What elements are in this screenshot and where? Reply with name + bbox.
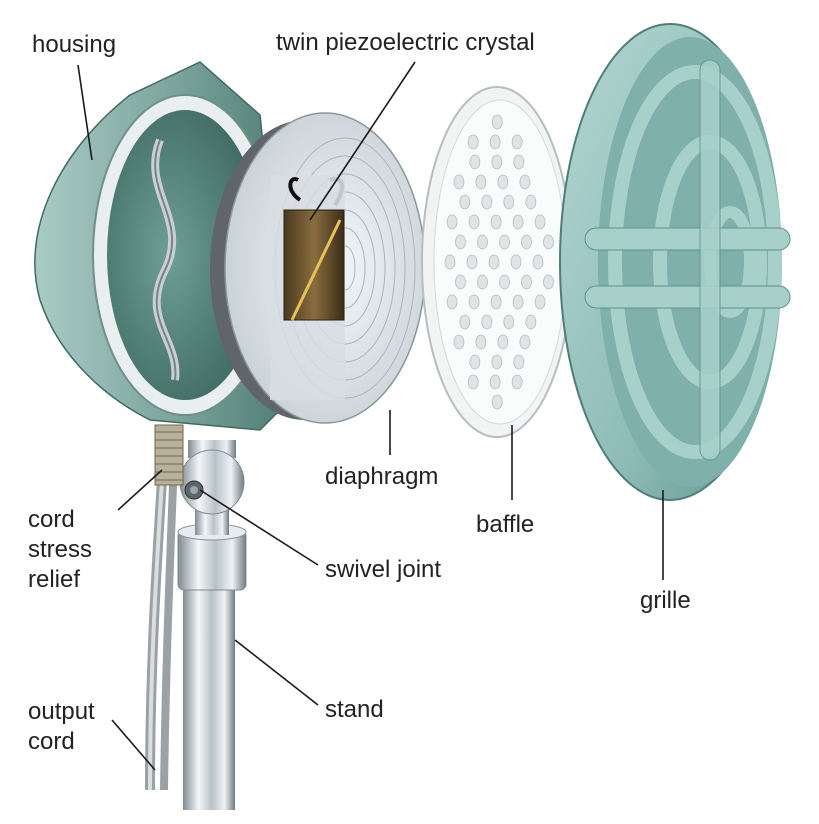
label-housing: housing bbox=[32, 31, 117, 58]
baffle-hole bbox=[499, 274, 510, 290]
baffle-hole bbox=[521, 274, 532, 290]
baffle-hole bbox=[503, 314, 515, 330]
baffle-hole bbox=[497, 334, 509, 350]
baffle-hole bbox=[453, 174, 465, 190]
leader-crystal bbox=[309, 61, 416, 221]
baffle-hole bbox=[525, 314, 537, 330]
baffle-hole bbox=[499, 234, 510, 250]
baffle-hole bbox=[481, 194, 493, 210]
baffle-hole bbox=[475, 174, 487, 190]
stand bbox=[177, 505, 247, 810]
baffle-hole bbox=[491, 154, 503, 170]
baffle-hole bbox=[468, 214, 480, 230]
baffle-hole bbox=[543, 274, 554, 290]
baffle-hole bbox=[459, 314, 471, 330]
label-output-cord-line-1: output bbox=[28, 698, 95, 725]
label-baffle: baffle bbox=[476, 511, 535, 538]
baffle-hole bbox=[489, 374, 501, 390]
baffle-hole bbox=[525, 194, 537, 210]
baffle-hole bbox=[532, 254, 544, 270]
label-cord-stress-relief-line-2: stress bbox=[28, 536, 93, 563]
label-twin-piezoelectric-crystal: twin piezoelectric crystal bbox=[276, 29, 535, 56]
baffle-hole bbox=[477, 274, 488, 290]
baffle-hole bbox=[534, 214, 546, 230]
baffle-hole bbox=[477, 234, 488, 250]
baffle-hole bbox=[467, 134, 479, 150]
baffle-hole bbox=[488, 254, 500, 270]
piezoelectric-crystal bbox=[283, 177, 345, 321]
baffle-hole bbox=[521, 234, 532, 250]
baffle-holes bbox=[444, 114, 554, 410]
baffle-hole bbox=[466, 254, 478, 270]
baffle-hole bbox=[455, 274, 466, 290]
label-swivel-joint: swivel joint bbox=[325, 556, 442, 583]
baffle bbox=[421, 86, 573, 438]
baffle-hole bbox=[534, 294, 546, 310]
baffle-hole bbox=[513, 354, 525, 370]
label-output-cord-line-2: cord bbox=[28, 728, 75, 755]
swivel-joint bbox=[179, 440, 245, 515]
baffle-hole bbox=[475, 334, 487, 350]
leader-housing bbox=[77, 64, 93, 161]
baffle-hole bbox=[519, 334, 531, 350]
cord-stress-relief bbox=[154, 424, 184, 486]
baffle-hole bbox=[453, 334, 465, 350]
baffle-hole bbox=[468, 294, 480, 310]
label-diaphragm: diaphragm bbox=[325, 463, 439, 490]
baffle-hole bbox=[491, 114, 503, 130]
baffle-hole bbox=[446, 294, 458, 310]
leader-cord-stress-relief bbox=[117, 469, 163, 511]
baffle-hole bbox=[503, 194, 515, 210]
leader-lines bbox=[77, 61, 664, 771]
baffle-hole bbox=[511, 374, 523, 390]
baffle-hole bbox=[489, 134, 501, 150]
grille bbox=[559, 23, 791, 501]
baffle-hole bbox=[490, 294, 502, 310]
baffle-hole bbox=[446, 214, 458, 230]
label-cord-stress-relief-line-1: cord bbox=[28, 506, 75, 533]
baffle-hole bbox=[510, 254, 522, 270]
leader-swivel-joint bbox=[199, 489, 319, 566]
baffle-hole bbox=[455, 234, 466, 250]
label-cord-stress-relief-line-3: relief bbox=[28, 566, 81, 593]
label-output-cord: output cord bbox=[28, 697, 95, 757]
baffle-hole bbox=[469, 354, 481, 370]
baffle-hole bbox=[512, 294, 524, 310]
baffle-hole bbox=[444, 254, 456, 270]
baffle-hole bbox=[513, 154, 525, 170]
baffle-hole bbox=[490, 214, 502, 230]
baffle-hole bbox=[497, 174, 509, 190]
leader-output-cord bbox=[111, 719, 156, 771]
baffle-hole bbox=[512, 214, 524, 230]
leader-stand bbox=[234, 639, 319, 706]
label-cord-stress-relief: cord stress relief bbox=[28, 505, 92, 595]
baffle-hole bbox=[459, 194, 471, 210]
label-grille: grille bbox=[640, 587, 691, 614]
baffle-hole bbox=[481, 314, 493, 330]
baffle-hole bbox=[467, 374, 479, 390]
label-stand: stand bbox=[325, 696, 384, 723]
baffle-hole bbox=[491, 394, 503, 410]
baffle-hole bbox=[519, 174, 531, 190]
baffle-hole bbox=[543, 234, 554, 250]
baffle-hole bbox=[469, 154, 481, 170]
baffle-hole bbox=[491, 354, 503, 370]
baffle-hole bbox=[511, 134, 523, 150]
